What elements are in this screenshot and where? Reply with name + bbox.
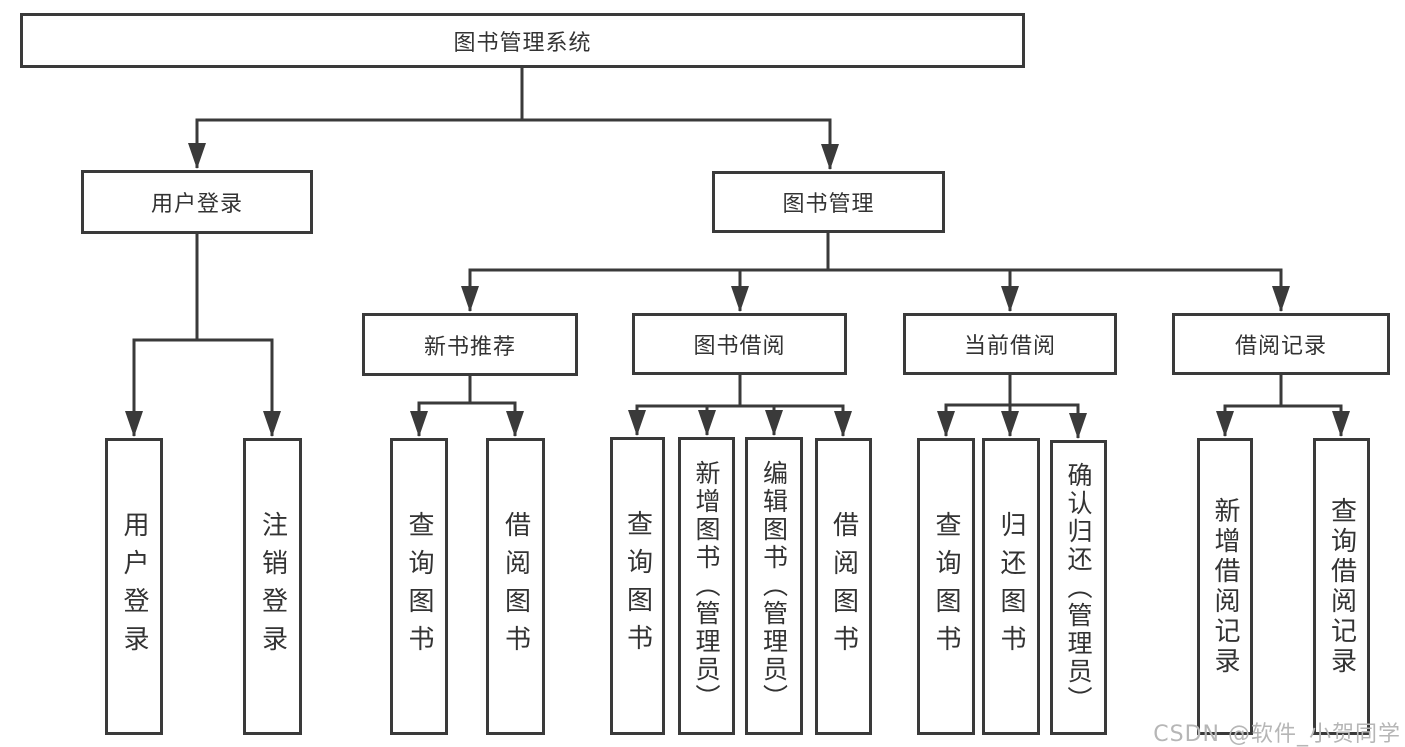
node-bb-add: 新增图书（管理员） bbox=[678, 437, 735, 735]
node-current-borrow: 当前借阅 bbox=[903, 313, 1117, 375]
node-bb-query-label: 查询图书 bbox=[622, 510, 653, 662]
node-bb-query: 查询图书 bbox=[610, 437, 665, 735]
node-nbr-query-label: 查询图书 bbox=[404, 510, 434, 663]
node-bb-add-label: 新增图书（管理员） bbox=[692, 460, 721, 712]
node-cb-confirm-label: 确认归还（管理员） bbox=[1064, 461, 1093, 714]
connector-book-mgmt-rail bbox=[468, 233, 1283, 272]
node-new-book-rec: 新书推荐 bbox=[362, 313, 578, 376]
node-nbr-query: 查询图书 bbox=[390, 438, 448, 735]
connector-root-rail bbox=[195, 68, 832, 122]
node-bb-edit: 编辑图书（管理员） bbox=[745, 437, 803, 735]
watermark-text: CSDN @软件_小贺同学 bbox=[1153, 722, 1401, 747]
node-book-borrow: 图书借阅 bbox=[632, 313, 847, 375]
node-br-add-label: 新增借阅记录 bbox=[1210, 496, 1240, 677]
node-nbr-borrow-label: 借阅图书 bbox=[500, 510, 531, 663]
node-book-mgmt-label: 图书管理 bbox=[782, 192, 875, 217]
node-root-label: 图书管理系统 bbox=[453, 30, 592, 56]
node-br-add: 新增借阅记录 bbox=[1197, 438, 1253, 735]
connector-borrow-records-rail bbox=[1223, 375, 1343, 408]
node-br-query-label: 查询借阅记录 bbox=[1326, 496, 1357, 677]
connector-current-borrow-rail bbox=[944, 375, 1080, 407]
node-user-login-label: 用户登录 bbox=[150, 192, 243, 217]
node-br-query: 查询借阅记录 bbox=[1313, 438, 1370, 735]
node-cb-return: 归还图书 bbox=[982, 438, 1040, 735]
node-nbr-borrow: 借阅图书 bbox=[486, 438, 545, 735]
node-cb-confirm: 确认归还（管理员） bbox=[1050, 440, 1107, 735]
node-bb-borrow-label: 借阅图书 bbox=[828, 510, 859, 663]
node-borrow-records: 借阅记录 bbox=[1172, 313, 1390, 375]
node-cb-query: 查询图书 bbox=[917, 438, 975, 735]
node-user-login-leaf-label: 用户登录 bbox=[119, 510, 149, 663]
node-current-borrow-label: 当前借阅 bbox=[963, 334, 1056, 359]
node-cb-return-label: 归还图书 bbox=[996, 510, 1026, 663]
node-book-mgmt: 图书管理 bbox=[712, 171, 945, 233]
node-logout: 注销登录 bbox=[243, 438, 302, 735]
node-logout-label: 注销登录 bbox=[257, 510, 288, 663]
node-book-borrow-label: 图书借阅 bbox=[693, 334, 786, 359]
node-user-login-leaf: 用户登录 bbox=[105, 438, 163, 735]
node-bb-edit-label: 编辑图书（管理员） bbox=[759, 460, 789, 712]
node-bb-borrow: 借阅图书 bbox=[815, 438, 872, 735]
connector-user-login-rail bbox=[132, 234, 274, 342]
node-user-login: 用户登录 bbox=[81, 170, 313, 234]
node-cb-query-label: 查询图书 bbox=[931, 510, 961, 663]
connector-new-book-rail bbox=[417, 376, 517, 405]
node-borrow-records-label: 借阅记录 bbox=[1234, 334, 1327, 359]
node-root: 图书管理系统 bbox=[20, 13, 1025, 68]
connector-book-borrow-rail bbox=[635, 375, 845, 408]
node-new-book-rec-label: 新书推荐 bbox=[423, 334, 516, 360]
